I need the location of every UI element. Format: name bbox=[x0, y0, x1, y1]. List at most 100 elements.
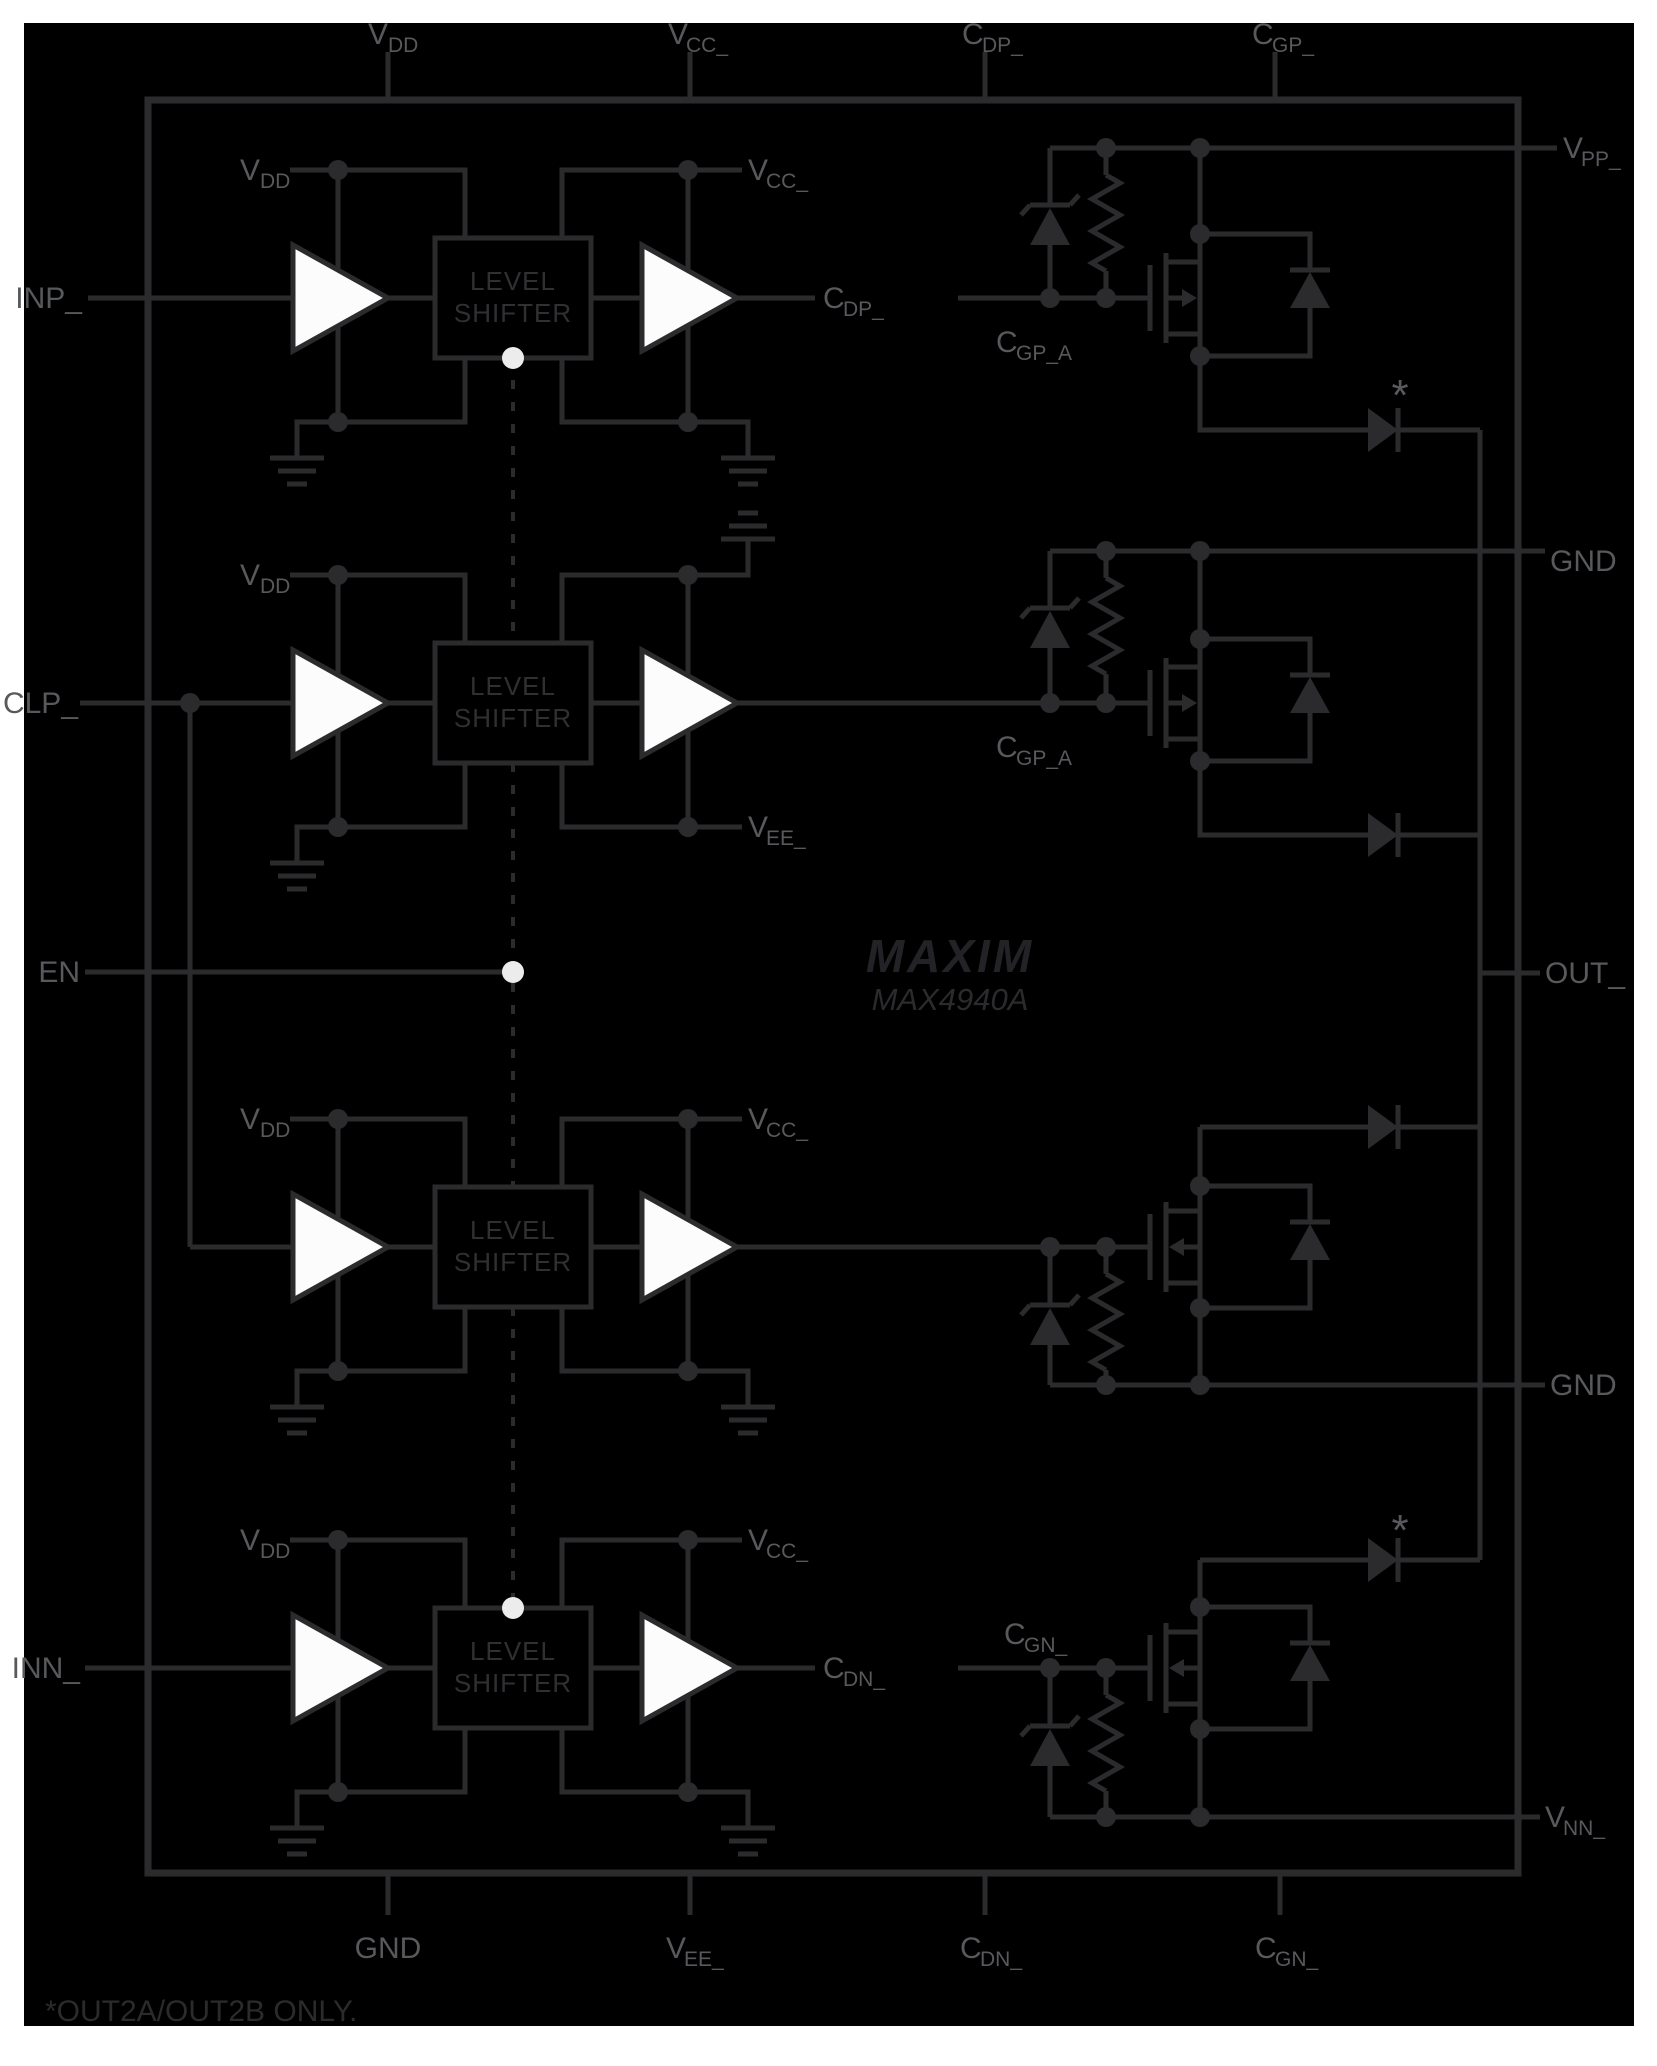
inner-vdd-label: V bbox=[240, 1524, 260, 1557]
asterisk-mark: * bbox=[1391, 371, 1408, 420]
junction-dot bbox=[1190, 751, 1210, 771]
top-pin-stubs bbox=[385, 52, 1278, 100]
pin-labels: V DD V CC_ C DP_ C GP_ GND V EE_ C DN_ C… bbox=[3, 18, 1626, 1971]
pin-label-bottom-cgn-sub: GN_ bbox=[1275, 1948, 1319, 1971]
pin-label-top-cgp-sub: GP_ bbox=[1272, 34, 1314, 57]
junction-dot bbox=[1190, 1597, 1210, 1617]
junction-dot bbox=[678, 817, 698, 837]
level-shifter-label: SHIFTER bbox=[454, 1668, 572, 1698]
junction-dot bbox=[1096, 138, 1116, 158]
junction-dots-row1 bbox=[328, 138, 1210, 432]
junction-dot bbox=[1096, 541, 1116, 561]
inner-vcc-sub: CC_ bbox=[766, 1119, 808, 1142]
junction-dots-row2 bbox=[180, 541, 1210, 837]
junction-dot bbox=[1190, 541, 1210, 561]
junction-dot bbox=[1190, 1176, 1210, 1196]
junction-dot bbox=[678, 412, 698, 432]
junction-dot bbox=[1040, 1658, 1060, 1678]
junction-dot bbox=[328, 412, 348, 432]
pin-label-gnd-1: GND bbox=[1550, 545, 1617, 578]
inner-cgn-label: C bbox=[1004, 1618, 1026, 1651]
pin-label-gnd-2: GND bbox=[1550, 1369, 1617, 1402]
junction-dots-row3 bbox=[328, 1109, 1210, 1395]
inner-vcc-label: V bbox=[748, 1103, 768, 1136]
pin-label-top-cdp-sub: DP_ bbox=[982, 34, 1023, 57]
inner-vcc-label: V bbox=[748, 1524, 768, 1557]
pin-label-bottom-vee-sub: EE_ bbox=[684, 1948, 724, 1971]
pin-label-top-vcc: V bbox=[668, 18, 688, 51]
channel-row-inp: LEVEL SHIFTER V DD V CC_ C DP_ C GP_A * bbox=[88, 138, 1557, 484]
junction-dot bbox=[1096, 1237, 1116, 1257]
pin-label-top-cgp: C bbox=[1252, 18, 1274, 51]
junction-dot bbox=[678, 565, 698, 585]
pin-label-bottom-cdn-sub: DN_ bbox=[980, 1948, 1022, 1971]
junction-dot bbox=[328, 1109, 348, 1129]
junction-dot bbox=[678, 1109, 698, 1129]
pin-label-inp: INP_ bbox=[15, 282, 83, 315]
inner-vdd-sub: DD bbox=[260, 1119, 290, 1142]
inner-vdd-sub: DD bbox=[260, 575, 290, 598]
junction-dot bbox=[1096, 693, 1116, 713]
level-shifter-label: LEVEL bbox=[470, 1636, 556, 1666]
level-shifter-box bbox=[432, 640, 594, 766]
junction-dot bbox=[1040, 1237, 1060, 1257]
inner-vee-label: V bbox=[748, 811, 768, 844]
junction-dot bbox=[1096, 1375, 1116, 1395]
inner-vdd-label: V bbox=[240, 154, 260, 187]
junction-dot bbox=[1190, 1719, 1210, 1739]
junction-dot bbox=[1040, 693, 1060, 713]
junction-dots-row4 bbox=[328, 1530, 1210, 1827]
channel-row-inn: LEVEL SHIFTER V DD V CC_ C DN_ C GN_ * bbox=[85, 1506, 1540, 1854]
inner-cdp-label: C bbox=[823, 282, 845, 315]
inner-vdd-label: V bbox=[240, 1103, 260, 1136]
figure-panel bbox=[24, 23, 1634, 2026]
inner-cgpa-label: C bbox=[996, 731, 1018, 764]
junction-dot bbox=[328, 565, 348, 585]
level-shifter-label: SHIFTER bbox=[454, 298, 572, 328]
junction-dot bbox=[328, 160, 348, 180]
junction-dot bbox=[678, 1361, 698, 1381]
junction-dot bbox=[328, 1782, 348, 1802]
level-shifter-label: SHIFTER bbox=[454, 703, 572, 733]
level-shifter-box bbox=[432, 235, 594, 361]
enable-dot bbox=[502, 1597, 524, 1619]
level-shifter-label: LEVEL bbox=[470, 266, 556, 296]
level-shifter-box bbox=[432, 1605, 594, 1731]
pin-label-vnn-sub: NN_ bbox=[1563, 1817, 1605, 1840]
junction-dot bbox=[1190, 346, 1210, 366]
pin-label-bottom-cgn: C bbox=[1255, 1932, 1277, 1965]
junction-dot bbox=[180, 693, 200, 713]
inner-vdd-sub: DD bbox=[260, 1540, 290, 1563]
inner-vee-sub: EE_ bbox=[766, 827, 806, 850]
wire-row4-cell bbox=[1047, 1557, 1540, 1820]
pin-label-top-vcc-sub: CC_ bbox=[686, 34, 728, 57]
junction-dot bbox=[1096, 1658, 1116, 1678]
inner-vcc-sub: CC_ bbox=[766, 170, 808, 193]
pin-label-vpp-sub: PP_ bbox=[1581, 148, 1621, 171]
wire-row1-cell bbox=[1047, 145, 1557, 433]
level-shifter-label: LEVEL bbox=[470, 1215, 556, 1245]
junction-dot bbox=[1190, 629, 1210, 649]
pin-label-bottom-vee: V bbox=[666, 1932, 686, 1965]
junction-dot bbox=[678, 1530, 698, 1550]
junction-dot bbox=[1190, 1375, 1210, 1395]
part-number: MAX4940A bbox=[872, 982, 1029, 1017]
inner-cdn-label: C bbox=[823, 1652, 845, 1685]
enable-dots bbox=[502, 347, 524, 1619]
footnote: *OUT2A/OUT2B ONLY. bbox=[45, 1995, 357, 2028]
pin-label-top-cdp: C bbox=[962, 18, 984, 51]
level-shifter-label: LEVEL bbox=[470, 671, 556, 701]
inner-cdp-sub: DP_ bbox=[843, 298, 884, 321]
level-shifter-box bbox=[432, 1184, 594, 1310]
inner-cgpa-sub: GP_A bbox=[1016, 747, 1072, 770]
pin-label-top-vdd: V bbox=[368, 18, 388, 51]
inner-cgpa-label: C bbox=[996, 326, 1018, 359]
bottom-pin-stubs bbox=[385, 1873, 1283, 1915]
junction-dot bbox=[1040, 288, 1060, 308]
pin-label-bottom-gnd: GND bbox=[355, 1932, 422, 1965]
inner-vdd-sub: DD bbox=[260, 170, 290, 193]
pin-label-bottom-cdn: C bbox=[960, 1932, 982, 1965]
pin-label-top-vdd-sub: DD bbox=[388, 34, 418, 57]
